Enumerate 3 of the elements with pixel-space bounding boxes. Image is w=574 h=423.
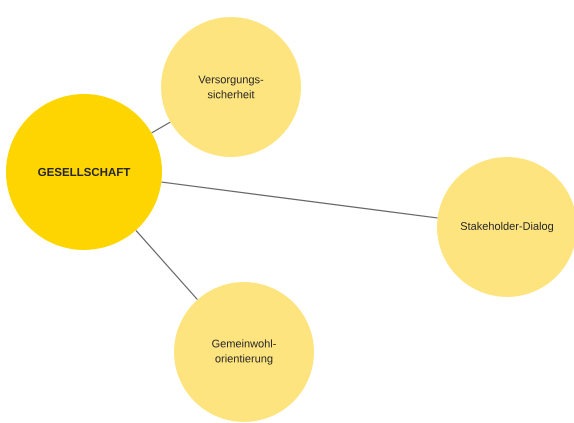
connector-line (136, 230, 198, 300)
connector-line (161, 181, 438, 219)
connector-line (151, 122, 171, 134)
